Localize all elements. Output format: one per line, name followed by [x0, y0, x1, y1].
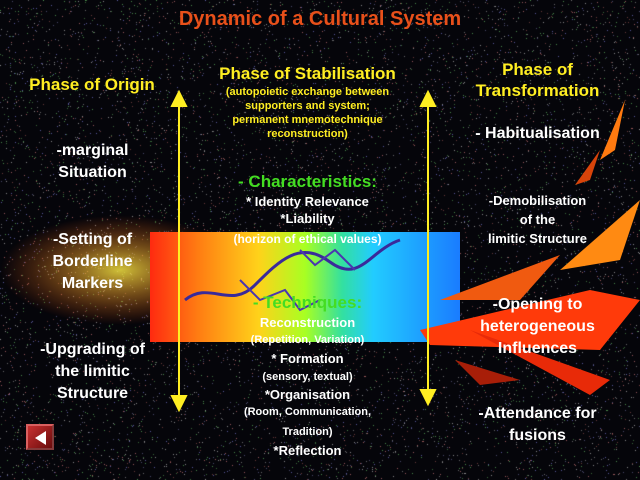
transformation-item-6: heterogeneous: [480, 318, 595, 335]
technique-6: (Room, Communication,: [243, 406, 372, 418]
back-button[interactable]: [26, 424, 54, 450]
stabilisation-subtitle-4: reconstruction): [267, 128, 348, 140]
fractal-vein: [184, 238, 401, 302]
origin-item-3: -Setting of: [52, 231, 133, 248]
characteristic-3: (horizon of ethical values): [233, 232, 382, 246]
heading-phase-transformation-2: Transformation: [475, 81, 600, 100]
characteristic-2: *Liability: [280, 211, 335, 226]
transformation-item-4: limitic Structure: [488, 231, 587, 246]
heading-phase-stabilisation: Phase of Stabilisation: [219, 64, 396, 83]
transformation-item-1: - Habitualisation: [475, 125, 600, 142]
origin-item-1: -marginal: [56, 142, 129, 159]
characteristic-1: * Identity Relevance: [246, 194, 369, 209]
technique-4: (sensory, textual): [262, 371, 353, 383]
technique-3: * Formation: [271, 351, 344, 366]
transformation-item-8: -Attendance for: [478, 405, 597, 422]
page-title: Dynamic of a Cultural System: [178, 8, 462, 30]
left-vertical-arrow: [170, 89, 188, 413]
stabilisation-subtitle-2: supporters and system;: [245, 100, 370, 112]
origin-item-8: Structure: [56, 385, 129, 402]
stabilisation-subtitle-1: (autopoietic exchange between: [225, 86, 390, 98]
right-shard: [420, 290, 640, 350]
heading-phase-origin: Phase of Origin: [29, 75, 155, 94]
transformation-item-9: fusions: [509, 427, 566, 444]
stabilisation-subtitle-3: permanent mnemotechnique: [232, 114, 383, 126]
right-vertical-arrow: [419, 89, 437, 407]
transformation-item-7: Influences: [497, 340, 578, 357]
origin-item-6: -Upgrading of: [40, 341, 145, 358]
heading-phase-transformation-1: Phase of: [502, 60, 573, 79]
technique-5: *Organisation: [264, 387, 351, 402]
origin-item-7: the limitic: [55, 363, 130, 380]
origin-item-2: Situation: [58, 164, 127, 181]
colour-band: [150, 232, 460, 342]
characteristics-heading: - Characteristics:: [238, 172, 377, 191]
transformation-item-3: of the: [519, 212, 556, 227]
transformation-item-2: -Demobilisation: [488, 193, 587, 208]
technique-2: (Repetition, Variation): [250, 334, 365, 346]
origin-item-4: Borderline: [52, 253, 133, 270]
transformation-item-5: -Opening to: [492, 296, 583, 313]
techniques-heading: - Techniques:: [252, 293, 363, 312]
origin-item-5: Markers: [61, 275, 124, 292]
technique-1: Reconstruction: [259, 315, 356, 330]
technique-7: Tradition): [282, 426, 333, 438]
back-arrow-icon: [35, 431, 46, 445]
technique-8: *Reflection: [273, 443, 342, 458]
